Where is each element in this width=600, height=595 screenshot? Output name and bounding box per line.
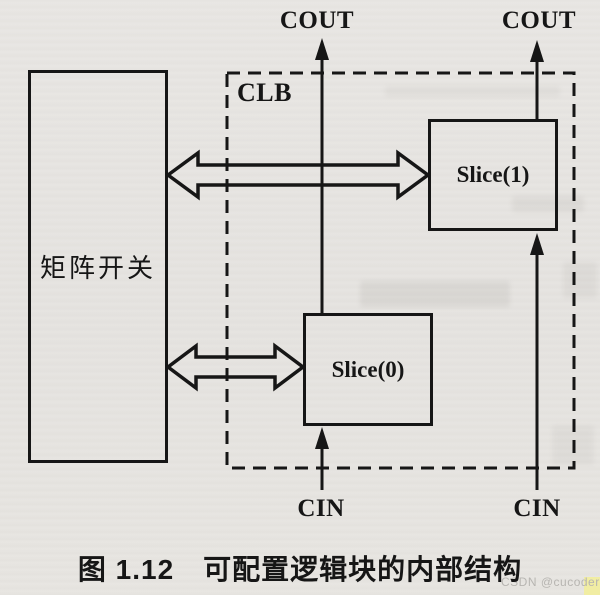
cin-label-right: CIN [513,495,561,522]
clb-dashed-border [225,71,576,470]
watermark-text: CSDN @cucoder [501,575,600,589]
slice0-box: Slice(0) [303,313,433,426]
slice1-label: Slice(1) [456,162,530,187]
clb-label: CLB [237,78,292,107]
cout-arrowhead-slice1 [530,40,544,62]
figure-caption: 图 1.12 可配置逻辑块的内部结构 [77,554,523,585]
cout-label-left: COUT [279,7,355,34]
bus-arrow-slice0 [165,342,306,392]
watermark-highlight-square [584,577,600,595]
bus-arrow-slice1 [165,149,431,201]
matrix-switch-box: 矩阵开关 [28,70,168,463]
cin-arrowhead-slice1 [530,233,544,255]
cout-label-right: COUT [501,7,577,34]
cin-label-left: CIN [297,495,345,522]
cout-arrowhead-slice0 [315,38,329,60]
slice1-box: Slice(1) [428,119,558,231]
matrix-switch-label: 矩阵开关 [39,254,156,283]
cin-arrowhead-slice0 [315,427,329,449]
slice0-label: Slice(0) [331,356,405,382]
